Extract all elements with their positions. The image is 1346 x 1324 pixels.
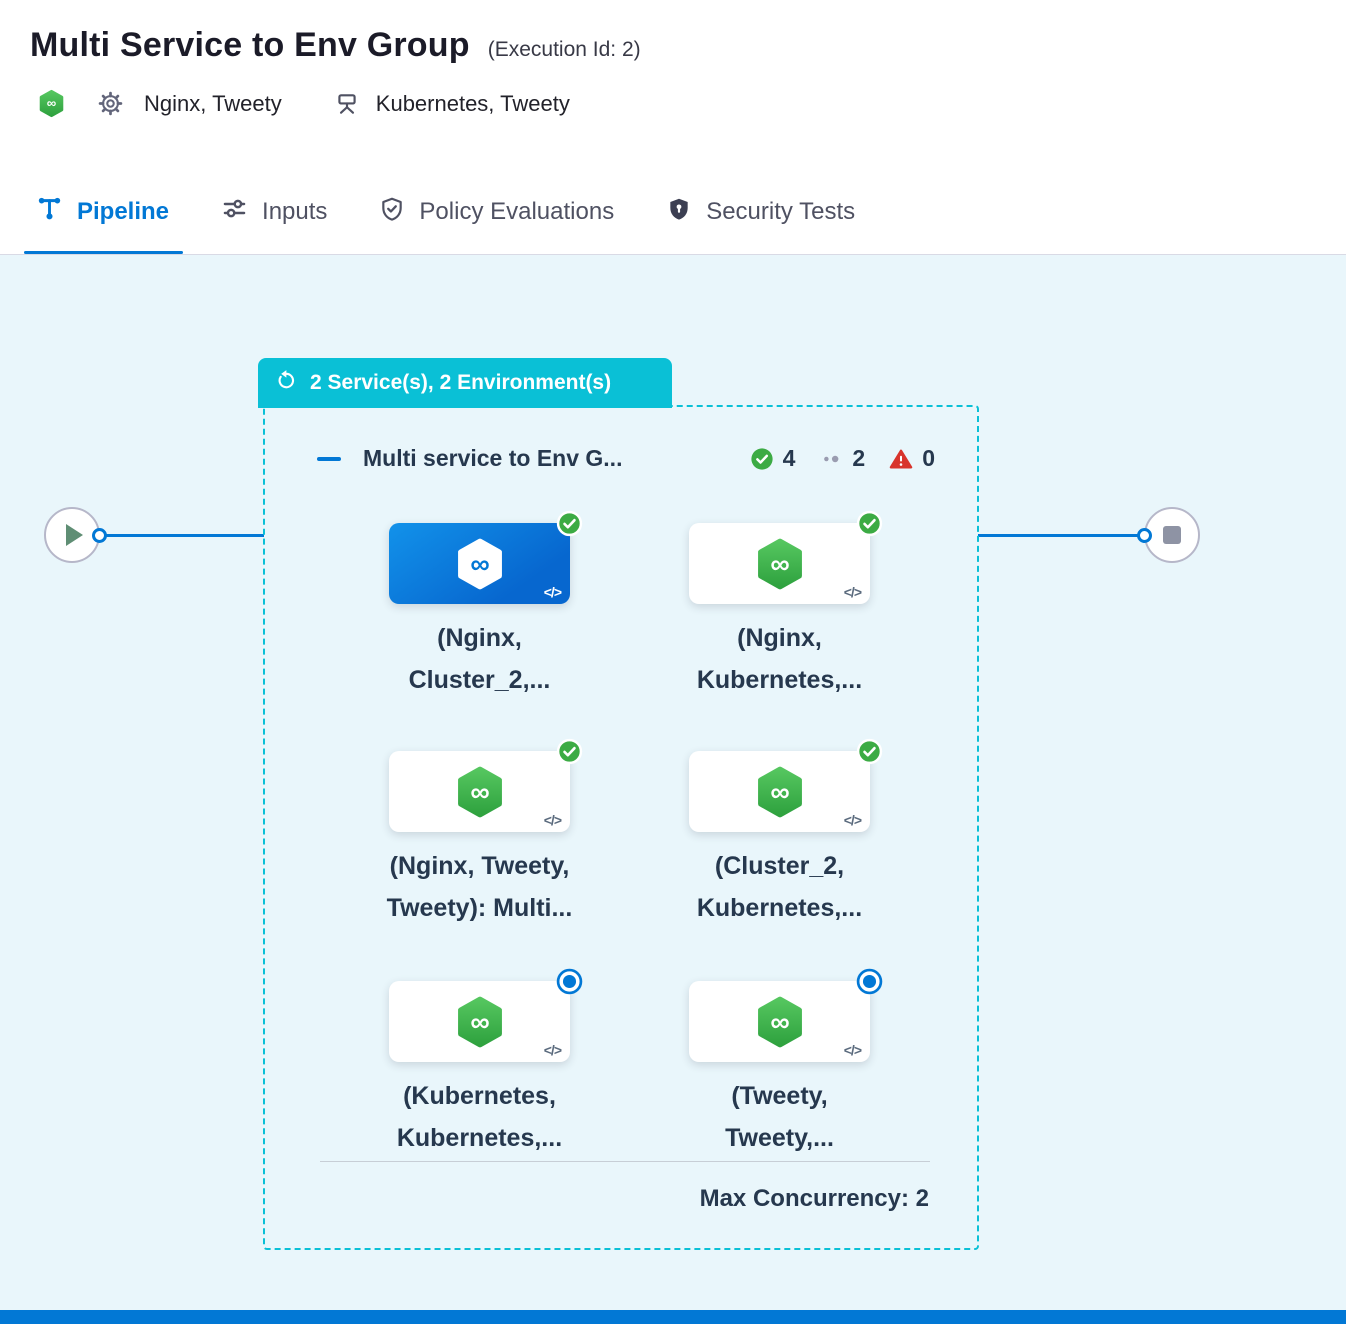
gear-icon <box>98 91 123 116</box>
node-label-4: (Kubernetes,Kubernetes,... <box>396 1082 563 1152</box>
meta-row: ∞ Nginx, Tweety <box>38 89 1346 118</box>
security-shield-icon <box>666 196 692 229</box>
tab-policy-label: Policy Evaluations <box>419 198 615 225</box>
node-label-0: (Nginx,Cluster_2,... <box>408 624 551 694</box>
matrix-stage-box: Multi service to Env G... 4 2 <box>263 405 979 1250</box>
services-label: Nginx, Tweety <box>144 90 282 116</box>
page-header: Multi Service to Env Group (Execution Id… <box>0 0 1346 170</box>
status-running-icon <box>856 968 883 995</box>
status-success-icon <box>556 738 583 765</box>
page-title: Multi Service to Env Group <box>30 26 470 64</box>
node-card-4[interactable]: ∞ </> <box>389 968 583 1062</box>
shield-check-icon <box>379 196 405 229</box>
edge-left <box>99 534 264 537</box>
inputs-icon <box>221 195 248 229</box>
status-success-icon <box>856 510 883 537</box>
code-icon: </> <box>543 584 562 600</box>
loop-icon <box>274 369 297 398</box>
failed-count: 0 <box>889 445 935 472</box>
harness-service-icon: ∞ <box>757 996 802 1047</box>
harness-service-icon: ∞ <box>757 538 802 589</box>
svg-text:∞: ∞ <box>470 1007 489 1037</box>
warning-triangle-icon <box>889 449 913 468</box>
edge-right <box>978 534 1144 537</box>
code-icon: </> <box>543 812 562 828</box>
environments-label: Kubernetes, Tweety <box>375 90 570 116</box>
pending-dots-icon <box>824 455 839 462</box>
harness-service-icon: ∞ <box>457 538 502 589</box>
svg-text:∞: ∞ <box>470 777 489 807</box>
max-concurrency-label: Max Concurrency: 2 <box>699 1185 929 1212</box>
node-card-1[interactable]: ∞ </> <box>689 510 883 604</box>
svg-text:∞: ∞ <box>470 549 489 579</box>
pipeline-icon <box>36 195 63 229</box>
matrix-stage-header: Multi service to Env G... 4 2 <box>317 445 935 472</box>
code-icon: </> <box>543 1042 562 1058</box>
pending-count: 2 <box>819 445 865 472</box>
svg-text:∞: ∞ <box>770 549 789 579</box>
status-success-icon <box>856 738 883 765</box>
code-icon: </> <box>843 584 862 600</box>
node-label-2: (Nginx, Tweety,Tweety): Multi... <box>386 852 573 922</box>
node-card-5[interactable]: ∞ </> <box>689 968 883 1062</box>
harness-service-icon: ∞ <box>757 766 802 817</box>
svg-text:∞: ∞ <box>770 777 789 807</box>
execution-id: (Execution Id: 2) <box>487 38 641 61</box>
harness-service-icon: ∞ <box>457 996 502 1047</box>
tab-pipeline[interactable]: Pipeline <box>23 170 184 254</box>
tab-policy-evaluations[interactable]: Policy Evaluations <box>379 170 614 254</box>
harness-service-icon: ∞ <box>38 89 65 118</box>
pipeline-start-node <box>44 507 100 563</box>
play-icon <box>66 524 83 546</box>
tab-security-label: Security Tests <box>706 198 856 225</box>
tab-bar: Pipeline Inputs Policy Evaluations <box>0 170 1346 255</box>
title-row: Multi Service to Env Group (Execution Id… <box>30 26 1346 65</box>
harness-service-icon: ∞ <box>457 766 502 817</box>
status-running-icon <box>556 968 583 995</box>
footer-bar <box>0 1310 1346 1324</box>
svg-text:∞: ∞ <box>47 96 57 111</box>
collapse-toggle[interactable] <box>317 456 341 461</box>
node-label-3: (Cluster_2,Kubernetes,... <box>696 852 863 922</box>
svg-text:∞: ∞ <box>770 1007 789 1037</box>
tab-inputs-label: Inputs <box>262 198 328 225</box>
node-card-3[interactable]: ∞ </> <box>689 738 883 832</box>
status-counts: 4 2 0 <box>750 445 935 472</box>
pipeline-end-node <box>1144 507 1200 563</box>
code-icon: </> <box>843 1042 862 1058</box>
success-icon <box>750 447 773 470</box>
matrix-divider <box>320 1161 930 1162</box>
environment-group-icon <box>334 91 360 117</box>
tab-pipeline-label: Pipeline <box>77 198 170 225</box>
node-card-0[interactable]: ∞ </> <box>389 510 583 604</box>
stage-banner-label: 2 Service(s), 2 Environment(s) <box>310 371 612 394</box>
stage-banner: 2 Service(s), 2 Environment(s) <box>258 358 672 408</box>
node-card-2[interactable]: ∞ </> <box>389 738 583 832</box>
stop-icon <box>1163 526 1181 544</box>
pipeline-canvas: 2 Service(s), 2 Environment(s) Multi ser… <box>0 255 1346 1324</box>
node-label-1: (Nginx,Kubernetes,... <box>696 624 863 694</box>
node-label-5: (Tweety,Tweety,... <box>725 1082 834 1152</box>
status-success-icon <box>556 510 583 537</box>
connector-dot-left <box>92 528 107 543</box>
tab-security-tests[interactable]: Security Tests <box>666 170 855 254</box>
code-icon: </> <box>843 812 862 828</box>
success-count: 4 <box>750 445 795 472</box>
tab-inputs[interactable]: Inputs <box>221 170 327 254</box>
connector-dot-right <box>1137 528 1152 543</box>
stage-title[interactable]: Multi service to Env G... <box>363 445 623 471</box>
